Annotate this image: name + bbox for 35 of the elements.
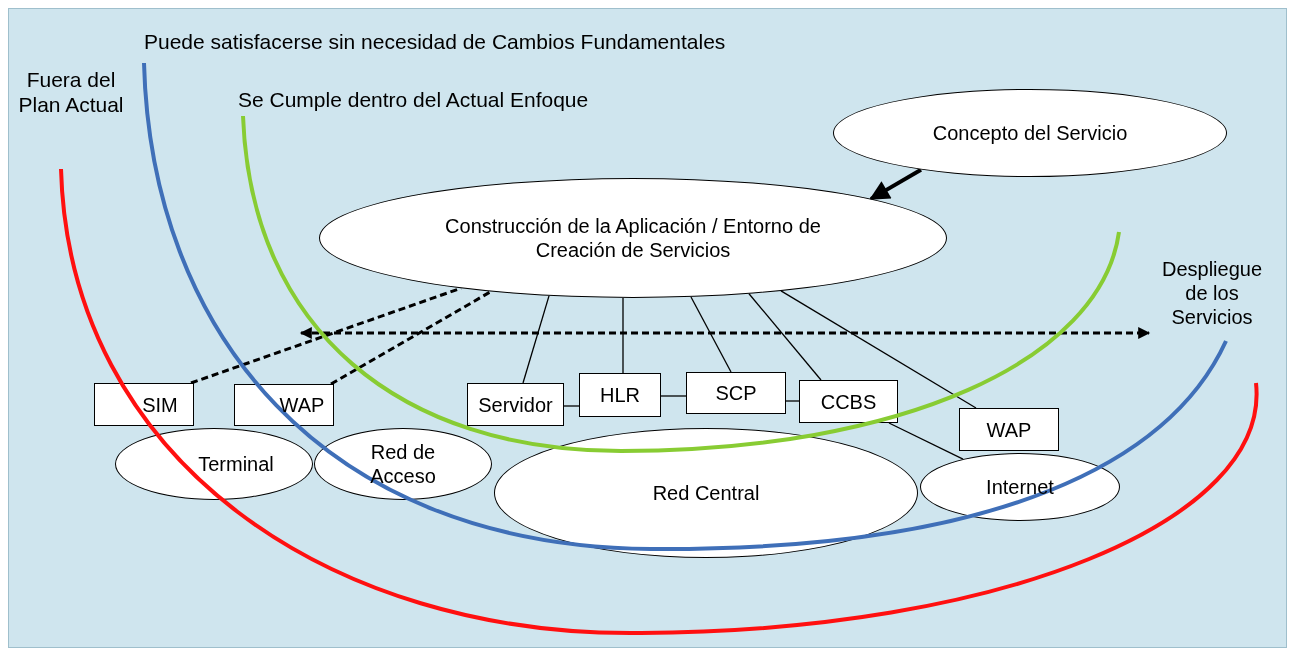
connector xyxy=(748,293,822,381)
node-label: Concepto del Servicio xyxy=(931,121,1129,145)
node-label: Servidor xyxy=(478,392,553,417)
node-label: WAP xyxy=(279,393,325,417)
curve-label: Fuera del Plan Actual xyxy=(17,67,125,118)
connector xyxy=(660,395,687,397)
connector xyxy=(869,167,922,201)
box-node xyxy=(234,384,334,426)
node-label: SIM xyxy=(142,392,178,417)
connector xyxy=(888,422,964,460)
node-label: Despliegue de los Servicios xyxy=(1160,257,1264,329)
box-node xyxy=(959,408,1059,451)
box-node xyxy=(799,380,898,423)
box-node xyxy=(686,372,786,414)
dashed-connector xyxy=(330,290,492,386)
dashed-connector xyxy=(299,327,1151,339)
node-label: SCP xyxy=(715,381,757,405)
curve-label: Puede satisfacerse sin necesidad de Cambios Fundamentales xyxy=(144,29,727,55)
connector xyxy=(563,405,580,407)
node-label: HLR xyxy=(600,383,640,407)
node-label: Construcción de la Aplicación / Entorno de Creación de Servicios xyxy=(444,214,822,262)
node-label: Red de Acceso xyxy=(369,440,437,488)
node-label: Red Central xyxy=(652,481,760,505)
box-node xyxy=(467,383,564,426)
connector xyxy=(622,297,624,374)
node-label: Terminal xyxy=(198,452,274,476)
node-label: CCBS xyxy=(820,389,877,414)
node-label: Internet xyxy=(986,475,1054,499)
curve-label: Se Cumple dentro del Actual Enfoque xyxy=(238,87,590,113)
box-node xyxy=(94,383,194,426)
connector xyxy=(785,400,800,402)
box-node xyxy=(579,373,661,417)
node-label: WAP xyxy=(986,417,1032,442)
connector xyxy=(690,296,732,373)
connector xyxy=(780,290,977,409)
